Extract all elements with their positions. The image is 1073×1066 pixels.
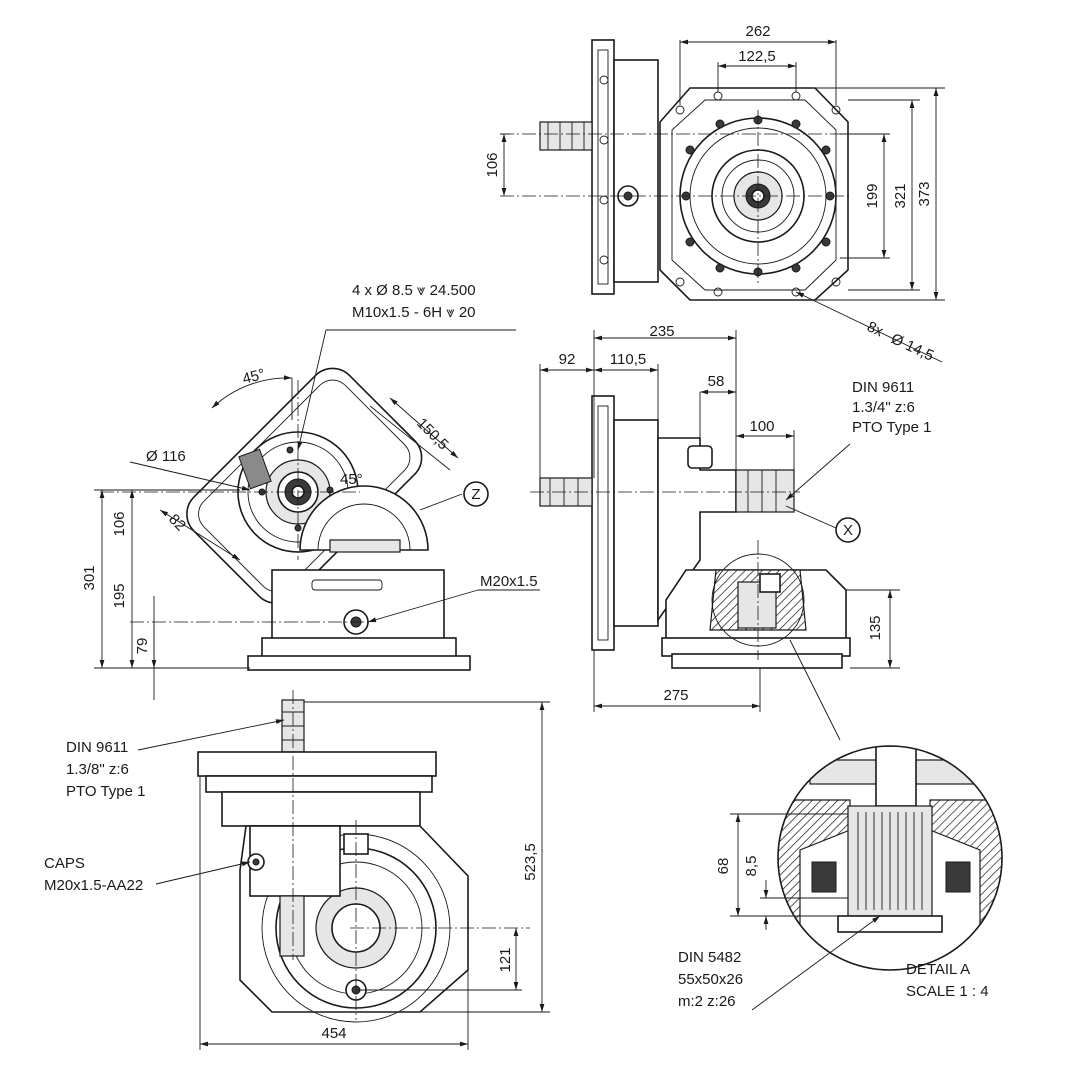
spline-teeth <box>857 812 923 910</box>
dim-diameter-14-5: Ø 14,5 <box>888 330 936 364</box>
dim-angle-45-top: 45° <box>241 366 267 388</box>
dim-106-left: 106 <box>111 511 128 536</box>
callout-z-label: Z <box>471 486 480 503</box>
note-detail-line2: SCALE 1 : 4 <box>906 983 989 1000</box>
dim-121: 121 <box>497 947 514 972</box>
dim-301: 301 <box>81 565 98 590</box>
dim-58: 58 <box>708 373 725 390</box>
note-caps-line2: M20x1.5-AA22 <box>44 877 143 894</box>
dim-diameter-116: Ø 116 <box>146 448 186 465</box>
dim-454: 454 <box>321 1025 346 1042</box>
note-din-x-line2: 1.3/4" z:6 <box>852 399 915 416</box>
note-din-x-line3: PTO Type 1 <box>852 419 932 436</box>
note-din-in-line2: 1.3/8" z:6 <box>66 761 129 778</box>
dim-angle-45-inner: 45° <box>340 471 363 488</box>
dim-235: 235 <box>649 323 674 340</box>
note-caps-line1: CAPS <box>44 855 85 872</box>
note-bore-line2: M10x1.5 - 6H ⩔ 20 <box>352 304 476 321</box>
dim-373: 373 <box>916 181 933 206</box>
dim-135: 135 <box>867 615 884 640</box>
note-din-in-line1: DIN 9611 <box>66 739 128 756</box>
side-view-right <box>530 330 900 741</box>
note-spline-line2: 55x50x26 <box>678 971 743 988</box>
dim-262: 262 <box>745 23 770 40</box>
note-m20-plug: M20x1.5 <box>480 573 538 590</box>
callout-z-circle <box>463 481 489 507</box>
dim-321: 321 <box>892 183 909 208</box>
dim-275: 275 <box>663 687 688 704</box>
side-view-left <box>94 329 540 700</box>
note-detail-line1: DETAIL A <box>906 961 970 978</box>
dim-82: 82 <box>165 511 189 535</box>
dim-195: 195 <box>111 583 128 608</box>
dim-122-5: 122,5 <box>738 48 776 65</box>
top-view <box>500 39 945 363</box>
dim-106-top: 106 <box>484 152 501 177</box>
dim-100: 100 <box>749 418 774 435</box>
top-view-bolts <box>675 91 841 297</box>
callout-x-label: X <box>843 522 853 539</box>
dim-79: 79 <box>134 638 151 655</box>
note-bore-line1: 4 x Ø 8.5 ⩔ 24.500 <box>352 282 476 299</box>
note-din-in-line3: PTO Type 1 <box>66 783 146 800</box>
note-spline-line3: m:2 z:26 <box>678 993 736 1010</box>
detail-a <box>730 745 1003 1011</box>
dim-199: 199 <box>864 183 881 208</box>
callout-x-circle <box>835 517 861 543</box>
dim-523-5: 523,5 <box>522 843 539 881</box>
bottom-view <box>137 690 550 1050</box>
dim-110-5: 110,5 <box>610 351 646 368</box>
dim-8-5: 8,5 <box>743 856 760 877</box>
dim-68: 68 <box>715 858 732 875</box>
note-din-x-line1: DIN 9611 <box>852 379 914 396</box>
note-spline-line1: DIN 5482 <box>678 949 741 966</box>
dim-92: 92 <box>559 351 576 368</box>
dim-8x: 8x <box>864 318 886 340</box>
notes: 4 x Ø 8.5 ⩔ 24.500 M10x1.5 - 6H ⩔ 20 M20… <box>44 282 989 1010</box>
